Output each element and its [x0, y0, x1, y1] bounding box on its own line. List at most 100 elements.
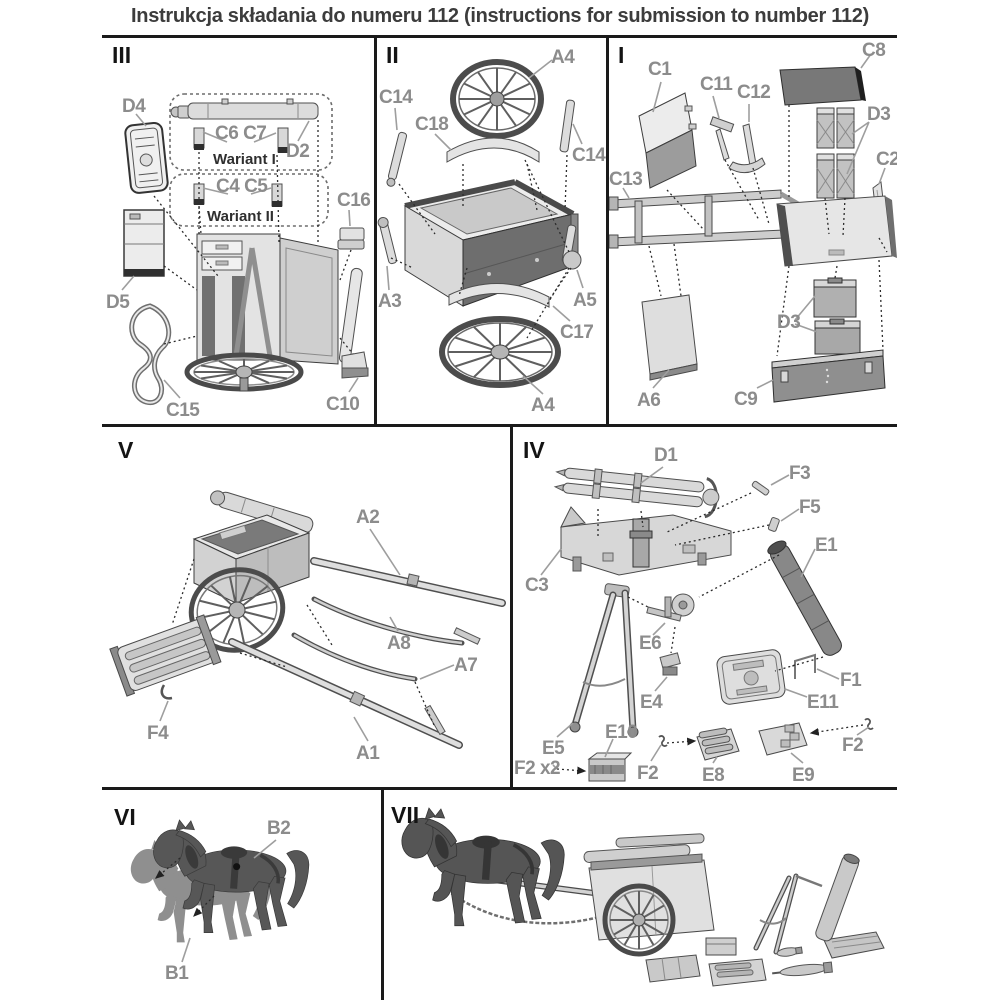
part-label-c18: C18	[415, 114, 449, 135]
panel-ii: II A4 C14 C18 C14 A3 A5 C17 A4	[377, 38, 609, 424]
assembled-mortar	[753, 853, 885, 959]
panel-i-numeral: I	[618, 42, 625, 68]
panel-ii-numeral: II	[386, 42, 399, 68]
part-f4	[160, 684, 173, 700]
variant-2-label: Wariant II	[207, 208, 274, 225]
part-label-c10: C10	[326, 394, 360, 415]
part-label-e5: E5	[542, 738, 565, 759]
part-packed-mortar-frame	[109, 614, 222, 697]
panel-vii-numeral: VII	[391, 802, 420, 828]
panel-iii-illustration	[121, 93, 369, 406]
panel-iv: IV D1 F3 F5 E1 C3 E6 E4 E5 E10 F2 x2 F2 …	[513, 427, 897, 787]
part-label-f1: F1	[840, 670, 862, 691]
panel-v-numeral: V	[118, 437, 134, 463]
assembly-guides	[648, 105, 888, 357]
horse-harness	[435, 834, 535, 880]
part-d3-boxes-top	[816, 107, 855, 199]
part-label-d5: D5	[106, 292, 130, 313]
part-a7-trace	[291, 632, 418, 682]
part-label-f5: F5	[799, 497, 821, 518]
panel-ii-illustration	[377, 59, 584, 395]
part-label-c11: C11	[700, 74, 733, 95]
part-c12-pick	[728, 123, 766, 174]
panel-vii-illustration	[401, 807, 885, 987]
part-e4	[659, 652, 681, 676]
part-label-e6: E6	[639, 633, 662, 654]
part-label-c2: C2	[876, 149, 897, 170]
part-label-c3: C3	[525, 575, 549, 596]
part-f3	[751, 480, 770, 496]
part-d1-rails	[553, 467, 720, 519]
panel-iv-illustration	[540, 466, 874, 782]
part-label-c17: C17	[560, 322, 594, 343]
part-label-f4: F4	[147, 723, 169, 744]
part-label-a2: A2	[356, 507, 380, 528]
part-c3-baseplate	[560, 506, 732, 576]
part-label-d3-right: D3	[867, 104, 891, 125]
part-c11-hammer	[709, 116, 735, 161]
part-label-e4: E4	[640, 692, 663, 713]
part-c10	[341, 351, 369, 379]
sheet-title: Instrukcja składania do numeru 112 (inst…	[131, 5, 869, 27]
part-limber-assembly	[184, 233, 363, 392]
part-label-a5: A5	[573, 290, 597, 311]
part-label-c14-left: C14	[379, 87, 413, 108]
panel-vii: VII	[384, 790, 897, 1000]
part-label-e10: E10	[605, 722, 638, 743]
row-2: V A2 A8 A7 A1 F4	[102, 427, 897, 790]
part-c9-box	[771, 349, 886, 403]
assembly-guides	[153, 120, 354, 355]
part-label-c12: C12	[737, 82, 771, 103]
part-a2-shaft	[310, 557, 506, 607]
part-label-c4-c5: C4 C5	[216, 176, 268, 197]
part-label-a7: A7	[454, 655, 478, 676]
part-a4-wheel-top	[450, 59, 544, 139]
instruction-sheet: III D4 C6 C7 D2 Wariant I C4 C5 Wariant …	[102, 35, 897, 1000]
part-label-a8: A8	[387, 633, 411, 654]
part-label-d1: D1	[654, 445, 678, 466]
part-label-c8: C8	[862, 40, 886, 61]
part-label-d4: D4	[122, 96, 146, 117]
label-pointers	[121, 113, 359, 399]
part-a1-shaft	[228, 638, 463, 749]
part-label-c15: C15	[166, 400, 200, 421]
part-c13-frame	[609, 189, 809, 249]
part-f2-hooks	[658, 718, 874, 747]
part-label-a4-bottom: A4	[531, 395, 555, 416]
part-f1-wire	[794, 653, 816, 679]
label-pointers	[540, 466, 870, 770]
part-a5-handle	[561, 224, 582, 270]
part-floor-panel	[776, 195, 897, 267]
part-label-f2-mid: F2	[637, 763, 659, 784]
part-c17-fender	[448, 283, 550, 308]
part-a4-wheel-bottom	[439, 316, 561, 388]
part-f5	[767, 517, 780, 532]
panel-iii-numeral: III	[112, 42, 132, 68]
part-a3-handle	[377, 216, 398, 265]
panel-i-illustration	[609, 53, 897, 403]
part-c8-panel	[779, 66, 866, 106]
part-label-e11: E11	[807, 692, 839, 713]
part-label-a1: A1	[356, 743, 380, 764]
panel-vi-illustration	[130, 819, 310, 963]
row-3: VI B2 B1	[102, 790, 897, 1000]
part-label-a6: A6	[637, 390, 661, 411]
stowage-boxes	[645, 937, 767, 987]
part-d5-box	[123, 209, 165, 277]
label-pointers	[386, 59, 584, 395]
part-label-b1: B1	[165, 963, 189, 984]
label-pointers	[159, 528, 455, 742]
assembly-guides	[556, 492, 864, 775]
assembly-guides	[171, 558, 435, 726]
part-d2-barrel	[170, 98, 319, 120]
part-label-e9: E9	[792, 765, 815, 786]
assembly-guides	[390, 154, 572, 339]
part-c1-lid	[638, 92, 697, 189]
part-label-c16: C16	[337, 190, 371, 211]
part-c14-left	[386, 131, 408, 187]
panel-iii: III D4 C6 C7 D2 Wariant I C4 C5 Wariant …	[102, 38, 377, 424]
assembled-cart	[583, 833, 715, 957]
part-b2-harness	[185, 845, 281, 889]
part-label-a3: A3	[378, 291, 402, 312]
part-d4-hatch	[124, 121, 169, 194]
